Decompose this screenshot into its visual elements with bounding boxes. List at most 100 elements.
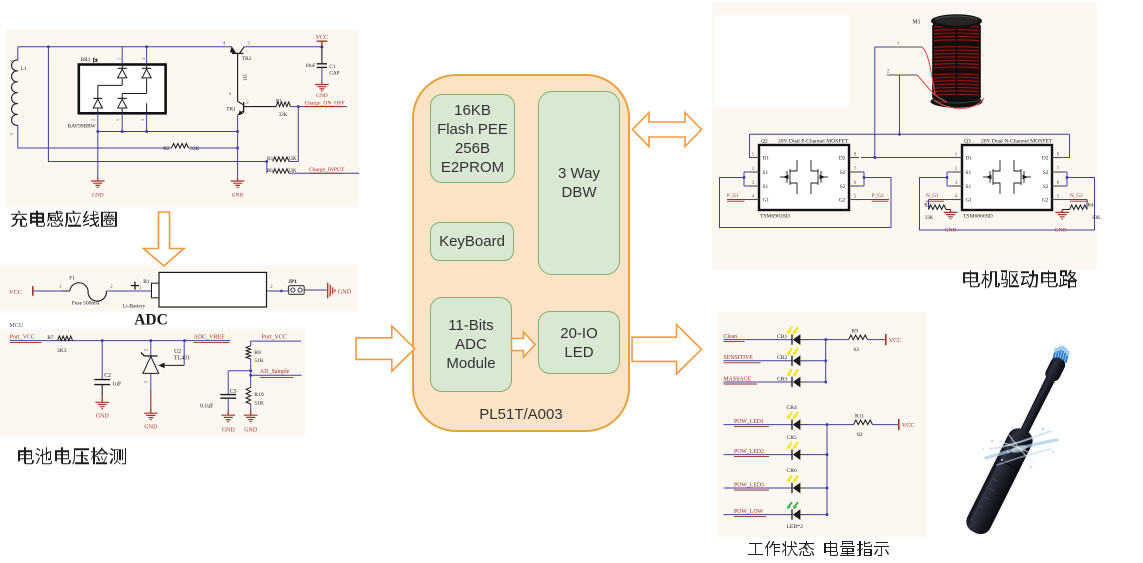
led-row-cr1: Clean CR1 [723,326,826,345]
panel-battery-detect [0,329,305,437]
junction-dot [96,130,100,133]
splash-droplet [1011,426,1015,430]
gnd-symbol [91,178,105,188]
brush-head [1045,357,1066,382]
arrow-double-motor [631,110,703,149]
resistor-r9 [848,333,868,341]
gnd-symbol [221,412,235,423]
label-pin-number: 7 [1057,167,1060,172]
label-mosfet-q2-ref: Q2 [761,138,768,144]
label-ref: CR3 [777,376,787,382]
fet-glyph [993,182,1001,194]
label-pin-name: D2 [839,156,846,162]
label-ref: CR4 [787,405,797,411]
component-line [121,78,148,99]
resistor-r1 [275,100,291,108]
component-line [121,64,148,69]
battery-tab [151,282,160,299]
wire [121,46,148,65]
module-keyboard: KeyBoard [430,222,514,261]
splash-droplet [1029,465,1033,469]
label-terminal1: 1 [897,41,900,46]
resistor-r6 [272,167,290,175]
wire [946,171,952,187]
inductor-l1 [11,59,18,126]
glow-arrow-head [787,372,791,377]
bristle-tip [1064,348,1068,354]
label-gnd: GND [144,425,158,431]
br1-diode-1 [116,68,128,79]
label-vcc: VCC [889,337,902,344]
led-row-cr5: POW_LED2 CR5 [723,435,827,460]
module-3way-dbw: 3 Way DBW [538,91,620,275]
gnd-symbol [230,178,245,188]
label-vcc: VCC [316,35,328,41]
arrow-down [141,211,187,268]
junction-dot [46,45,50,49]
label-c1-type: CAP [329,70,339,76]
led-row-cr4: POW_LED1 CR4 [723,405,827,430]
regulator-u2-tl431 [140,340,185,413]
label-pin-number: 8 [1057,153,1060,158]
caption-motor-drive-glyphs-path [963,270,1077,289]
splash-stroke [989,430,1052,450]
label-pin-name: S2 [1043,170,1049,176]
label-adc-vref: ADC_VREF [194,335,226,341]
module-flash: 16KB Flash PEE 256B E2PROM [430,94,515,183]
label-ref: CR2 [777,355,787,361]
coil-lead-wires [916,46,985,109]
label-r5-value: 33K [925,216,934,221]
label-pin-number: 1 [752,153,755,158]
caption-status-leds-glyphs [748,540,889,556]
label-p-g1: P_G1 [727,193,739,199]
bridge-rectifier-box [77,63,167,115]
brush-handle [966,428,1033,535]
label-b1: B1 [143,279,150,285]
label-r11-value: 82 [857,432,863,438]
label-pin-number: 6 [1057,181,1060,186]
label-net: POW_LED1 [734,419,764,425]
label-c2-value: 1uF [112,381,122,387]
glow-arrows [787,368,799,377]
fet-glyph [790,182,798,194]
handle-highlight [970,432,1016,522]
label-pin-name: G2 [839,198,846,204]
motor-panel-white-patch [714,15,849,107]
label-pin-number: 7 [854,167,857,172]
resistor-r4 [1069,203,1088,211]
label-tr1-pin6: 6 [229,91,232,96]
resistor-r2 [171,142,189,150]
fet-glyph [810,160,818,172]
junction-dot [825,513,829,517]
label-gnd: GND [244,428,258,434]
gnd-symbol [95,399,109,410]
led [792,419,801,430]
bristles [1052,345,1070,364]
label-gnd: GND [1055,227,1067,233]
splash-droplet [990,439,994,443]
label-r3: R3 [267,157,273,162]
label-gnd: GND [945,227,957,233]
splash-droplet [1051,450,1055,454]
label-net: POW_LOW [734,509,764,515]
label-u2-part: TL431 [174,356,190,362]
glow-arrow-head [787,415,791,420]
glow-arrow [787,347,793,354]
label-b1-pin2: 2 [270,285,273,290]
glow-arrow-head [793,415,797,420]
glow-arrow-head [793,445,797,450]
caption-motor-drive: 电机驱动电路 [961,269,1078,292]
water-splash [982,426,1059,469]
label-r2: R2 [163,146,170,152]
coil-top-cap-inner [934,15,979,26]
toothbrush-image [966,345,1070,535]
arrow-into-mcu [355,324,416,374]
transistor-tr2 [230,46,245,102]
label-pin-name: G1 [763,198,770,204]
transistor-tr1 [237,100,251,116]
label-mosfet-q3-part: TSM6866SD [963,213,993,219]
br1-diode-glyph [93,57,98,63]
label-br1: BR1 [81,57,91,63]
label-l1: L1 [21,66,27,72]
